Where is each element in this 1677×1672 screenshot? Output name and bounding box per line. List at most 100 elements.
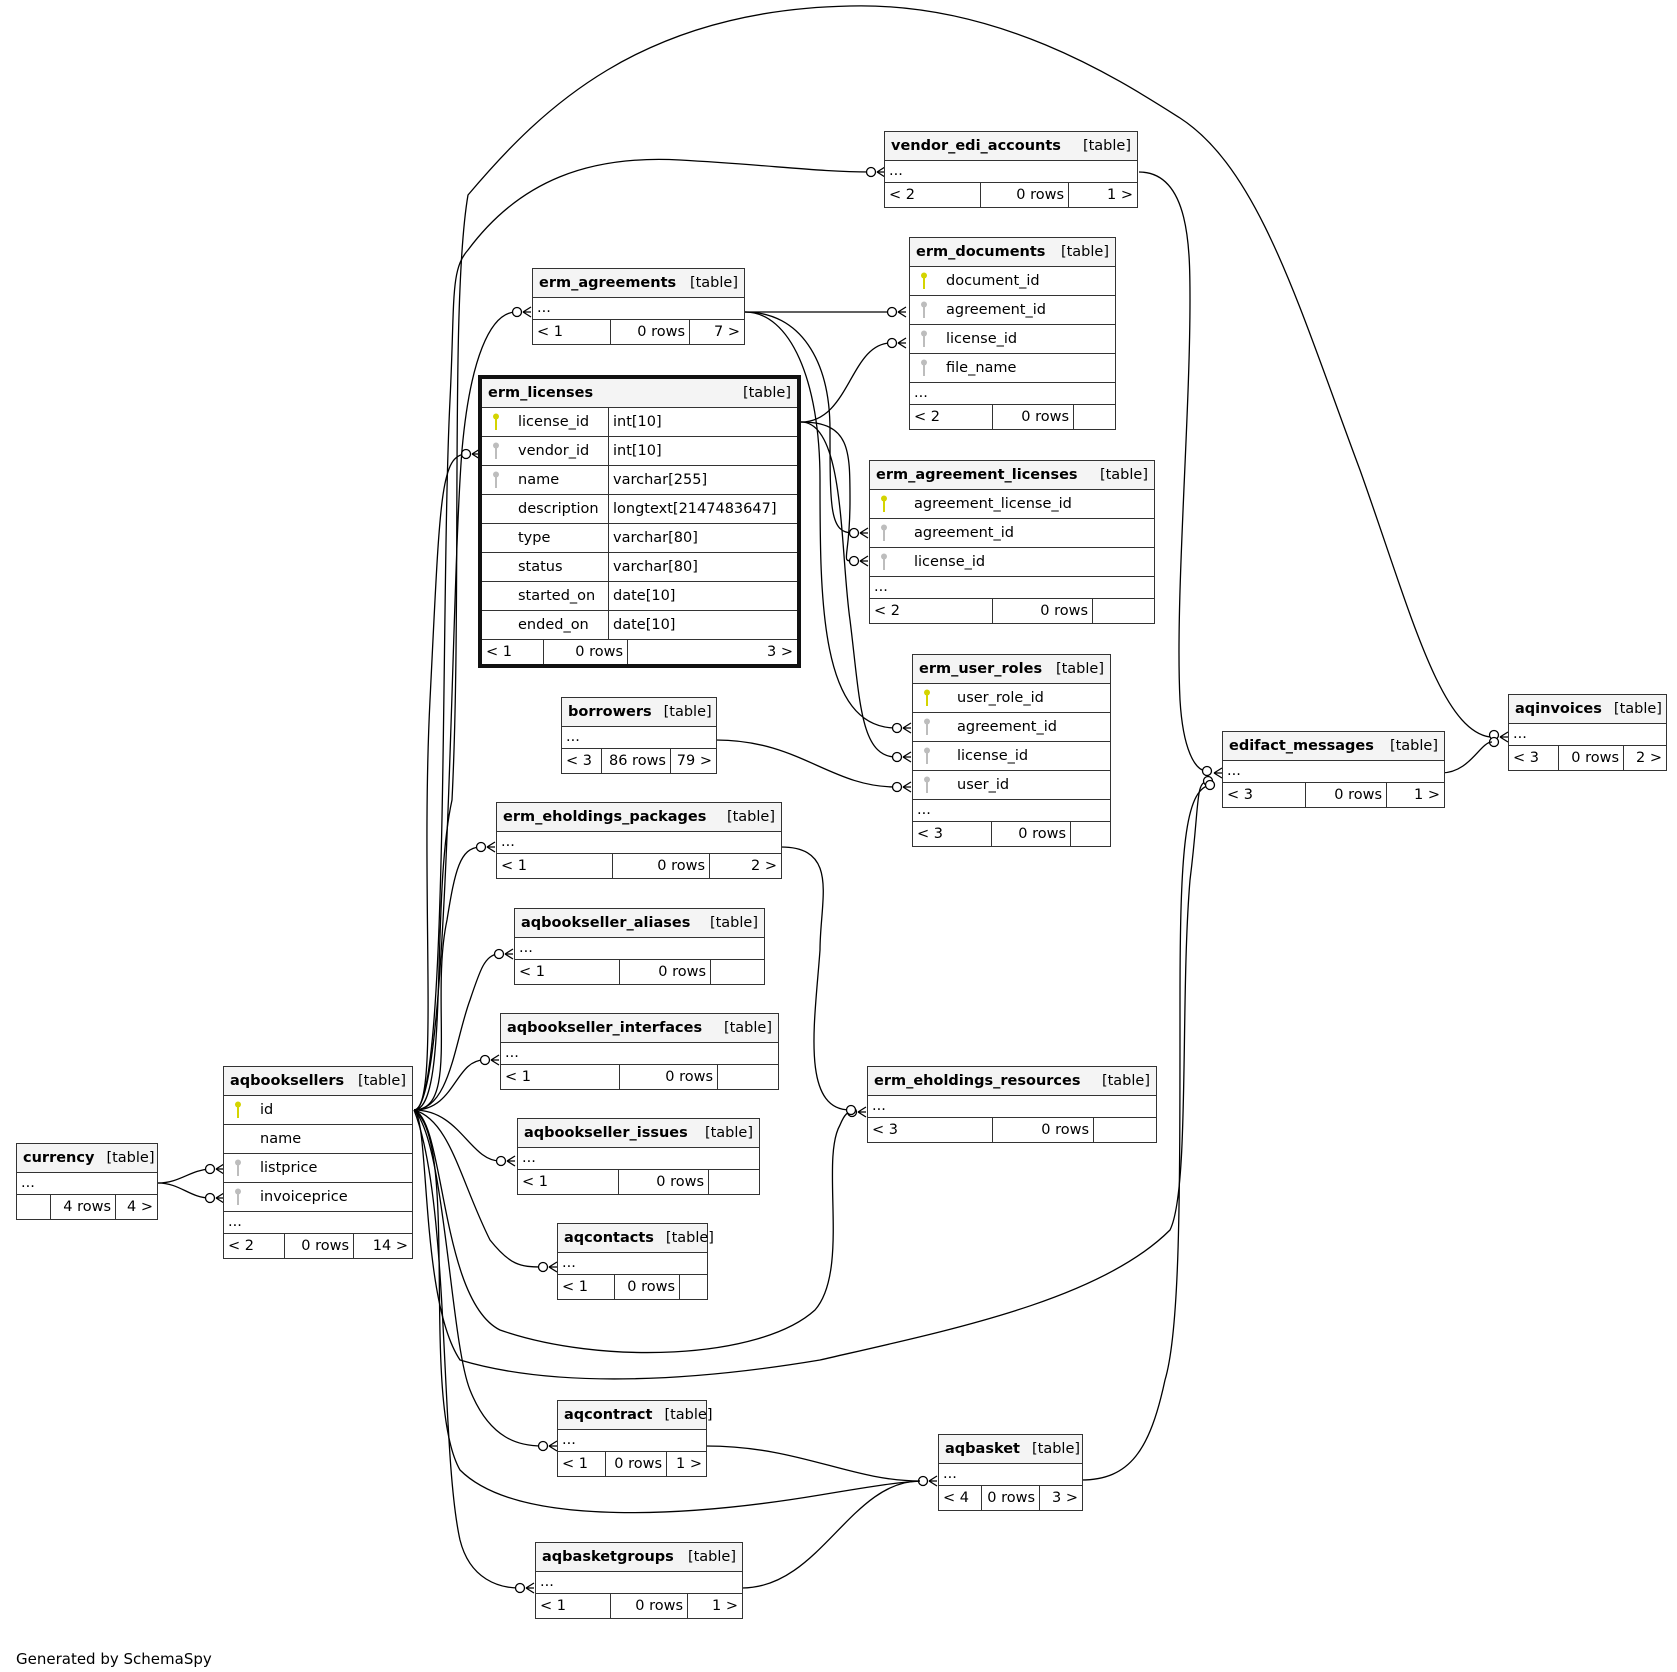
table-type: [table] — [1613, 701, 1662, 717]
parents-link[interactable]: < 1 — [537, 324, 563, 340]
edge-erm_licenses-erm_agreement_licenses — [800, 421, 854, 562]
children-link[interactable] — [680, 1275, 707, 1299]
parents-link[interactable]: < 3 — [566, 753, 592, 769]
children-link[interactable]: 1 > — [1107, 187, 1133, 203]
column-type: varchar[80] — [608, 524, 797, 552]
table-header: edifact_messages[table] — [1223, 732, 1444, 761]
parents-link[interactable]: < 1 — [522, 1174, 548, 1190]
row-count: 0 rows — [612, 854, 710, 878]
table-type: [table] — [726, 809, 775, 825]
children-link[interactable]: 1 > — [1414, 787, 1440, 803]
foreign-key-icon — [870, 553, 898, 571]
row-count: 0 rows — [992, 1118, 1094, 1142]
crow-foot — [506, 1155, 516, 1167]
table-name: aqbasket — [945, 1441, 1020, 1457]
table-erm_agreement_licenses[interactable]: erm_agreement_licenses[table] agreement_… — [869, 460, 1155, 624]
children-link[interactable]: 79 > — [676, 753, 712, 769]
column-name: agreement_id — [914, 525, 1014, 541]
children-link[interactable] — [711, 960, 764, 984]
parents-link[interactable]: < 3 — [872, 1122, 898, 1138]
children-link[interactable]: 7 > — [714, 324, 740, 340]
table-erm_documents[interactable]: erm_documents[table] document_id agreeme… — [909, 237, 1116, 430]
crow-foot-circle — [514, 1582, 526, 1594]
column-row: listprice — [224, 1154, 412, 1183]
table-erm_user_roles[interactable]: erm_user_roles[table] user_role_id agree… — [912, 654, 1111, 847]
children-link[interactable] — [718, 1065, 778, 1089]
children-link[interactable] — [1071, 822, 1110, 846]
children-link[interactable]: 2 > — [1636, 750, 1662, 766]
parents-link[interactable]: < 2 — [914, 409, 940, 425]
column-name: name — [260, 1131, 302, 1147]
children-link[interactable]: 3 > — [1052, 1490, 1078, 1506]
row-count: 0 rows — [992, 599, 1093, 623]
column-row: license_id — [910, 325, 1115, 354]
edge-edifact_messages-aqinvoices — [1440, 741, 1493, 774]
parents-link[interactable]: < 2 — [889, 187, 915, 203]
more-columns: ... — [501, 1043, 778, 1065]
parents-link[interactable]: < 4 — [943, 1490, 969, 1506]
children-link[interactable] — [1093, 599, 1154, 623]
parents-link[interactable]: < 3 — [1513, 750, 1539, 766]
children-link[interactable]: 1 > — [676, 1456, 702, 1472]
table-type: [table] — [357, 1073, 406, 1089]
table-name: borrowers — [568, 704, 652, 720]
parents-link[interactable]: < 2 — [874, 603, 900, 619]
parents-link[interactable]: < 1 — [501, 858, 527, 874]
children-link[interactable]: 2 > — [751, 858, 777, 874]
parents-link[interactable]: < 3 — [917, 826, 943, 842]
table-header: vendor_edi_accounts[table] — [885, 132, 1137, 161]
parents-link[interactable]: < 2 — [228, 1238, 254, 1254]
crow-foot — [897, 337, 907, 349]
parents-link[interactable]: < 3 — [1227, 787, 1253, 803]
children-link[interactable] — [709, 1170, 759, 1194]
edge-aqbooksellers-erm_agreements — [413, 311, 517, 1111]
column-name: name — [518, 472, 560, 488]
crow-foot — [928, 1475, 938, 1487]
foreign-key-icon — [910, 359, 938, 377]
children-link[interactable] — [1094, 1118, 1156, 1142]
parents-link[interactable]: < 1 — [486, 644, 512, 660]
parents-link[interactable] — [17, 1195, 50, 1219]
children-link[interactable]: 1 > — [712, 1598, 738, 1614]
parents-link[interactable]: < 1 — [505, 1069, 531, 1085]
children-link[interactable]: 14 > — [372, 1238, 408, 1254]
table-type: [table] — [704, 1125, 753, 1141]
children-link[interactable]: 4 > — [127, 1199, 153, 1215]
table-aqbooksellers[interactable]: aqbooksellers[table] id name listprice i… — [223, 1066, 413, 1259]
parents-link[interactable]: < 1 — [562, 1456, 588, 1472]
children-link[interactable] — [1074, 405, 1115, 429]
parents-link[interactable]: < 1 — [562, 1279, 588, 1295]
table-header: aqbookseller_issues[table] — [518, 1119, 759, 1148]
table-name: aqbasketgroups — [542, 1549, 674, 1565]
edge-aqbooksellers-aqbookseller_interfaces — [413, 1059, 485, 1111]
crow-foot-circle — [891, 751, 903, 763]
table-name: aqbooksellers — [230, 1073, 345, 1089]
row-count: 0 rows — [284, 1234, 354, 1258]
children-link[interactable]: 3 > — [767, 644, 793, 660]
parents-link[interactable]: < 1 — [540, 1598, 566, 1614]
parents-link[interactable]: < 1 — [519, 964, 545, 980]
table-footer: < 1 0 rows 2 > — [497, 854, 781, 878]
table-header: erm_eholdings_resources[table] — [868, 1067, 1156, 1096]
